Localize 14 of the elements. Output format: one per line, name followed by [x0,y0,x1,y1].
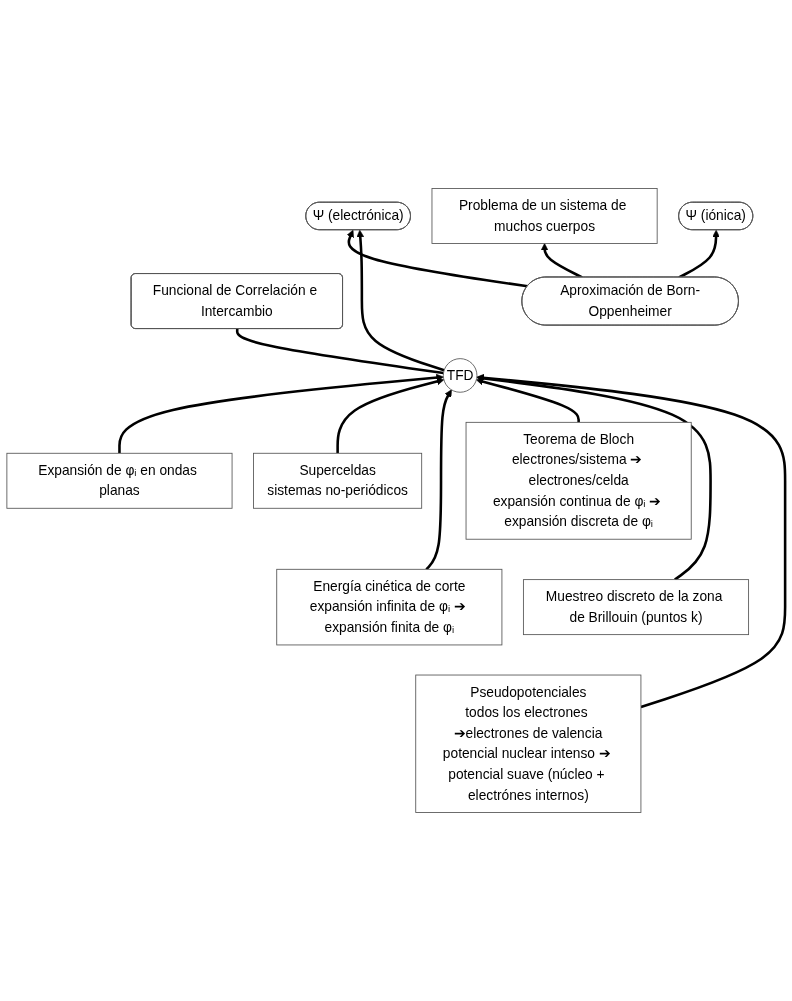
arrow [118,373,444,454]
node-box: Expansión de φᵢ en ondas planas [6,452,233,509]
node-box: Problema de un sistema de muchos cuerpos [431,188,658,244]
arrow [356,229,445,372]
node-box: Pseudopotenciales todos los electrones ➔electrones de valencia potencial nuclear intenso ➔ potencial suave (núcleo + electrónes internos) [415,674,642,813]
node-box: Energía cinética de corte expansión infinita de φᵢ ➔ expansión finita de φᵢ [276,568,503,646]
node-box: Teorema de Bloch electrones/sistema ➔ electrones/celda expansión continua de φᵢ ➔ expansión discreta de φᵢ [465,421,692,540]
arrow [476,374,787,709]
node-circle: TFD [442,358,478,393]
arrow [336,377,445,454]
node-box: Muestreo discreto de la zona de Brillouin (puntos k) [523,579,750,636]
node-box: Superceldas sistemas no-periódicos [253,452,423,509]
arrow [346,229,528,288]
arrow [425,389,452,571]
